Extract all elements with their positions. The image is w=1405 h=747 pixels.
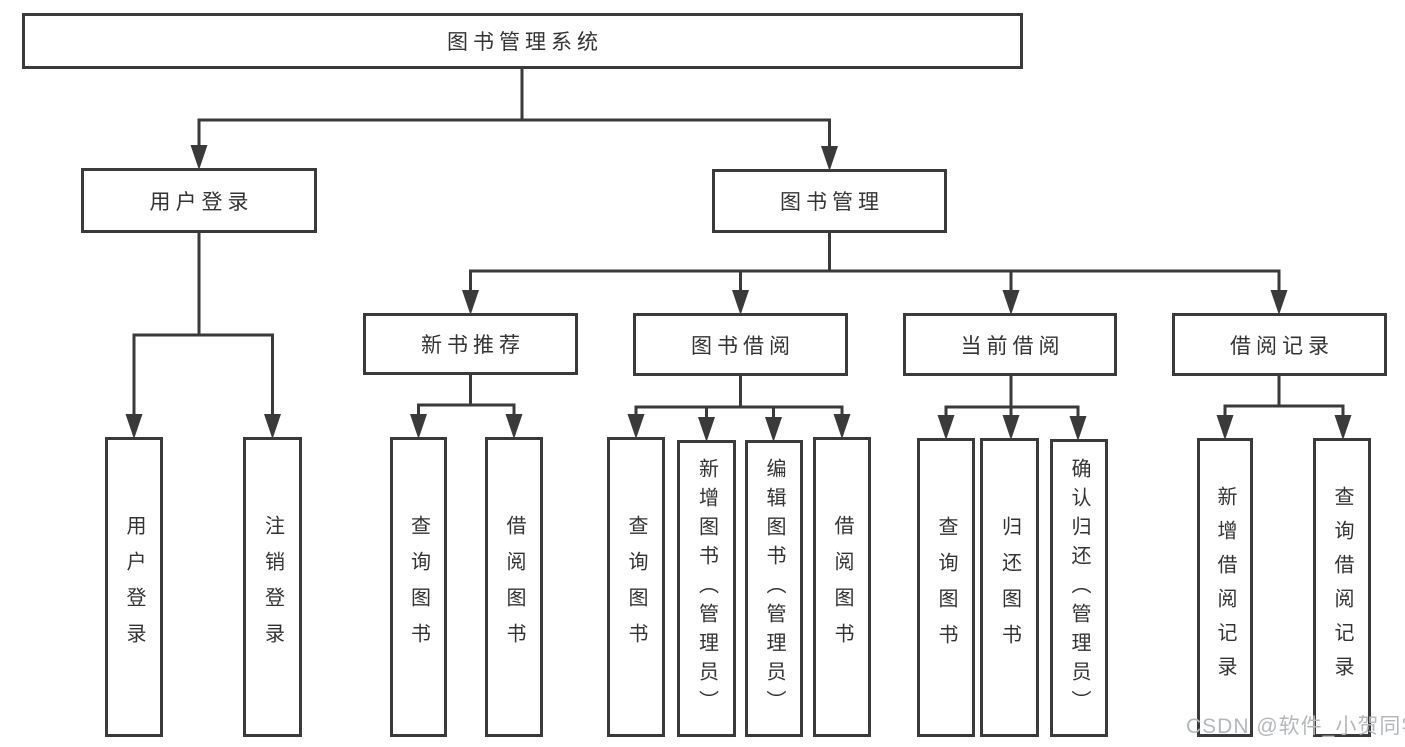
leaf-edit-books-admin: 编辑图书（管理员） [745,440,803,737]
connector-level3-branch [469,269,1281,308]
node-new-book-recommendation: 新书推荐 [363,313,578,375]
connector-newbook-branch [417,403,516,432]
node-book-borrowing: 图书借阅 [633,313,848,376]
connector-level2-branch [197,118,831,164]
connector-records-branch [1223,404,1345,433]
node-book-management: 图书管理 [712,169,947,233]
node-root-library-system: 图书管理系统 [22,13,1023,69]
connector-userlogin-branch [132,333,274,432]
leaf-query-books-recommend: 查询图书 [390,437,447,737]
csdn-watermark: CSDN @软件_小贺同学 [1186,715,1405,738]
leaf-user-login: 用户登录 [105,437,163,737]
leaf-add-borrow-record: 新增借阅记录 [1197,438,1253,737]
leaf-add-books-admin: 新增图书（管理员） [677,440,736,737]
leaf-query-books-borrowing: 查询图书 [607,437,665,737]
leaf-logout-login: 注销登录 [243,437,302,737]
leaf-borrow-books-borrowing: 借阅图书 [813,437,871,737]
leaf-confirm-return-admin: 确认归还（管理员） [1050,439,1108,737]
leaf-return-books: 归还图书 [980,438,1039,737]
leaf-borrow-books-recommend: 借阅图书 [485,437,543,737]
leaf-query-borrow-record: 查询借阅记录 [1313,438,1371,737]
arrowheads [125,145,1352,442]
node-current-borrowing: 当前借阅 [903,313,1117,376]
node-user-login: 用户登录 [81,168,317,233]
leaf-query-books-current: 查询图书 [917,438,975,737]
node-borrowing-records: 借阅记录 [1172,313,1387,376]
connector-borrowing-branch [634,405,844,432]
